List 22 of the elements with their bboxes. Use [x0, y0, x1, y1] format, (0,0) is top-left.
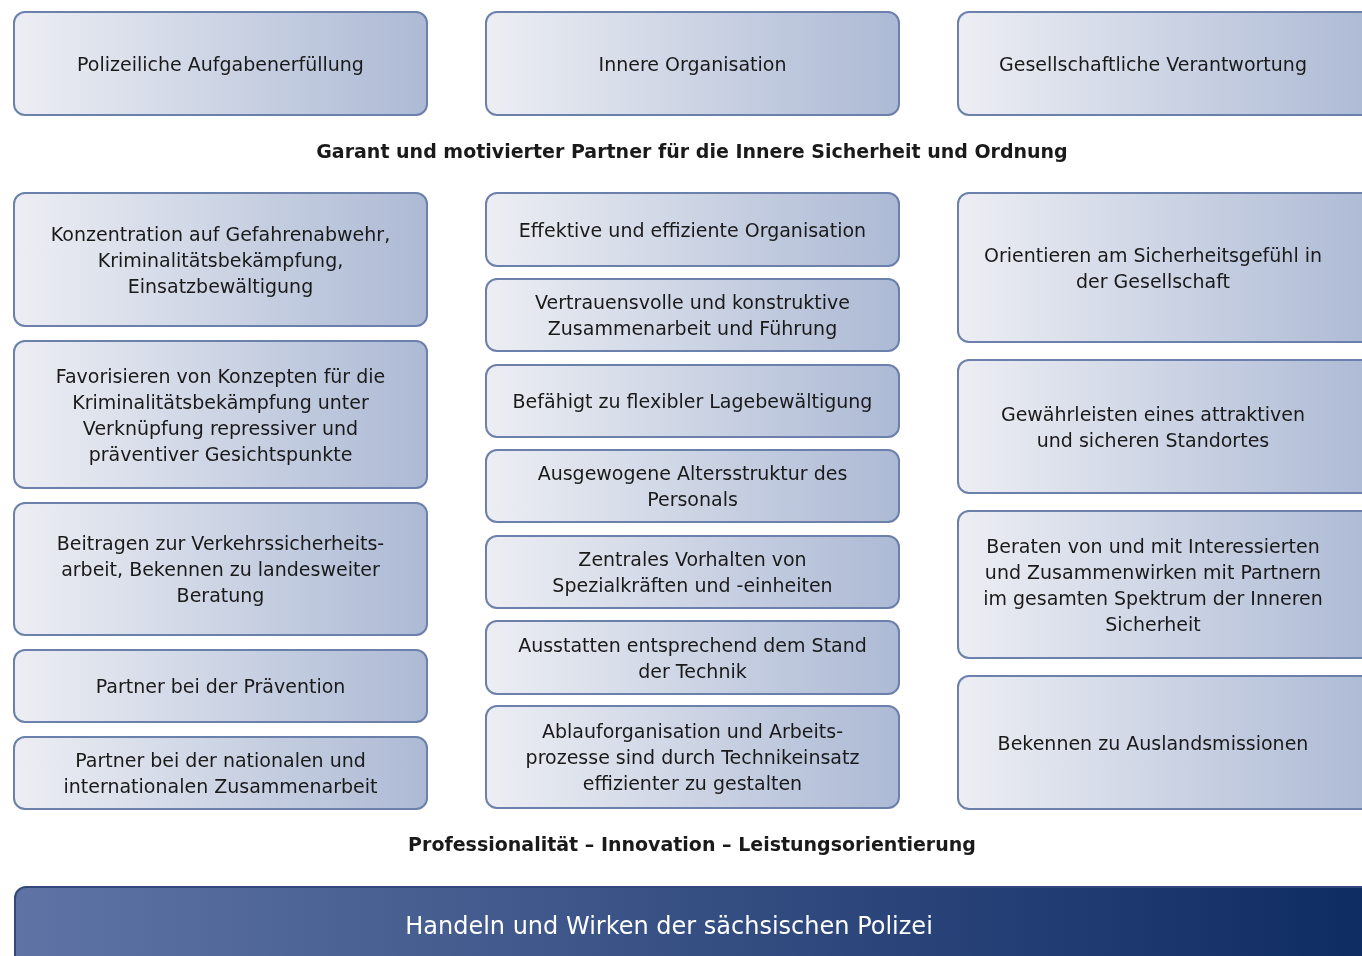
- text-box: Orientieren am Sicherheitsgefühl in der Gesellschaft: [957, 192, 1362, 343]
- text-box: Favorisieren von Konzepten für die Kriminalitätsbekämpfung unter Verknüpfung repressiver und präventiver Gesichtspunkte: [13, 340, 428, 489]
- text-box: Gesellschaftliche Verantwortung: [957, 11, 1362, 116]
- text-box: Partner bei der nationalen und internationalen Zusammenarbeit: [13, 736, 428, 810]
- title-banner: Handeln und Wirken der sächsischen Polizei: [14, 886, 1362, 956]
- text-box: Innere Organisation: [485, 11, 900, 116]
- heading-text: Garant und motivierter Partner für die Innere Sicherheit und Ordnung: [315, 140, 1069, 162]
- text-box: Ausgewogene Altersstruktur des Personals: [485, 449, 900, 523]
- text-box: Gewährleisten eines attraktiven und sicheren Standortes: [957, 359, 1362, 494]
- heading-text: Professionalität – Innovation – Leistungsorientierung: [407, 833, 977, 855]
- text-box: Beraten von und mit Interessierten und Zusammenwirken mit Partnern im gesamten Spektrum der Inneren Sicherheit: [957, 510, 1362, 659]
- text-box: Zentrales Vorhalten von Spezialkräften und -einheiten: [485, 535, 900, 609]
- text-box: Befähigt zu flexibler Lagebewältigung: [485, 364, 900, 438]
- text-box: Polizeiliche Aufgabenerfüllung: [13, 11, 428, 116]
- text-box: Bekennen zu Auslandsmissionen: [957, 675, 1362, 810]
- text-box: Vertrauensvolle und konstruktive Zusammenarbeit und Führung: [485, 278, 900, 352]
- text-box: Ausstatten entsprechend dem Stand der Technik: [485, 620, 900, 695]
- text-box: Effektive und effiziente Organisation: [485, 192, 900, 267]
- text-box: Beitragen zur Verkehrssicherheits-arbeit, Bekennen zu landesweiter Beratung: [13, 502, 428, 636]
- text-box: Partner bei der Prävention: [13, 649, 428, 723]
- text-box: Ablauforganisation und Arbeits-prozesse sind durch Technikeinsatz effizienter zu gestalten: [485, 705, 900, 809]
- text-box: Konzentration auf Gefahrenabwehr, Kriminalitätsbekämpfung, Einsatzbewältigung: [13, 192, 428, 327]
